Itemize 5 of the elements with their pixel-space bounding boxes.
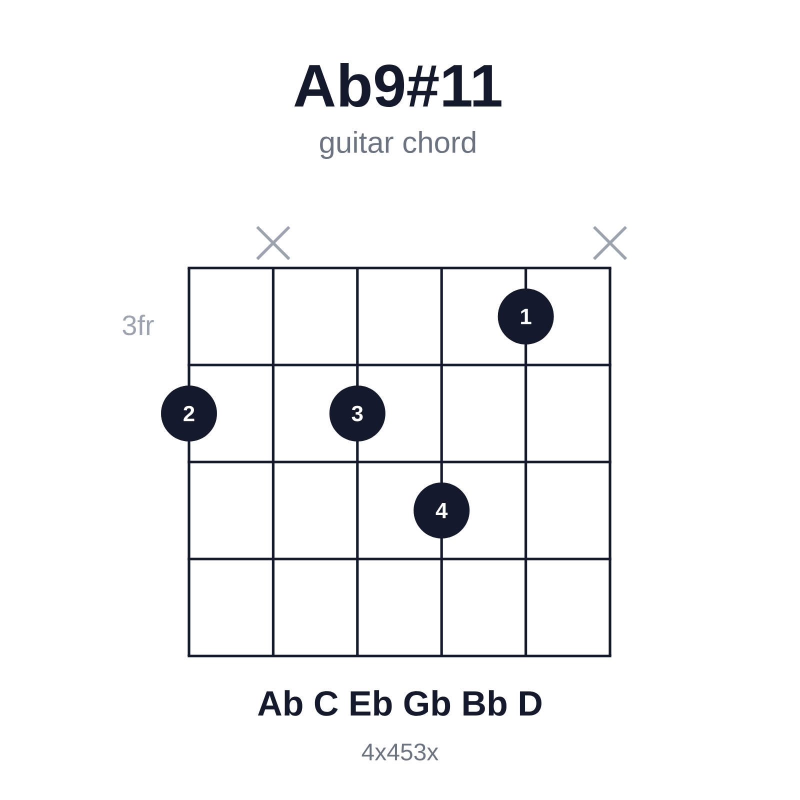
fret-number: 3fr: [122, 314, 154, 336]
fingering-code: 4x453x: [362, 744, 438, 760]
subtitle: guitar chord: [320, 131, 476, 159]
chord-title: Ab9#11: [294, 62, 502, 108]
note-names: Ab C Eb Gb Bb D: [258, 690, 542, 716]
